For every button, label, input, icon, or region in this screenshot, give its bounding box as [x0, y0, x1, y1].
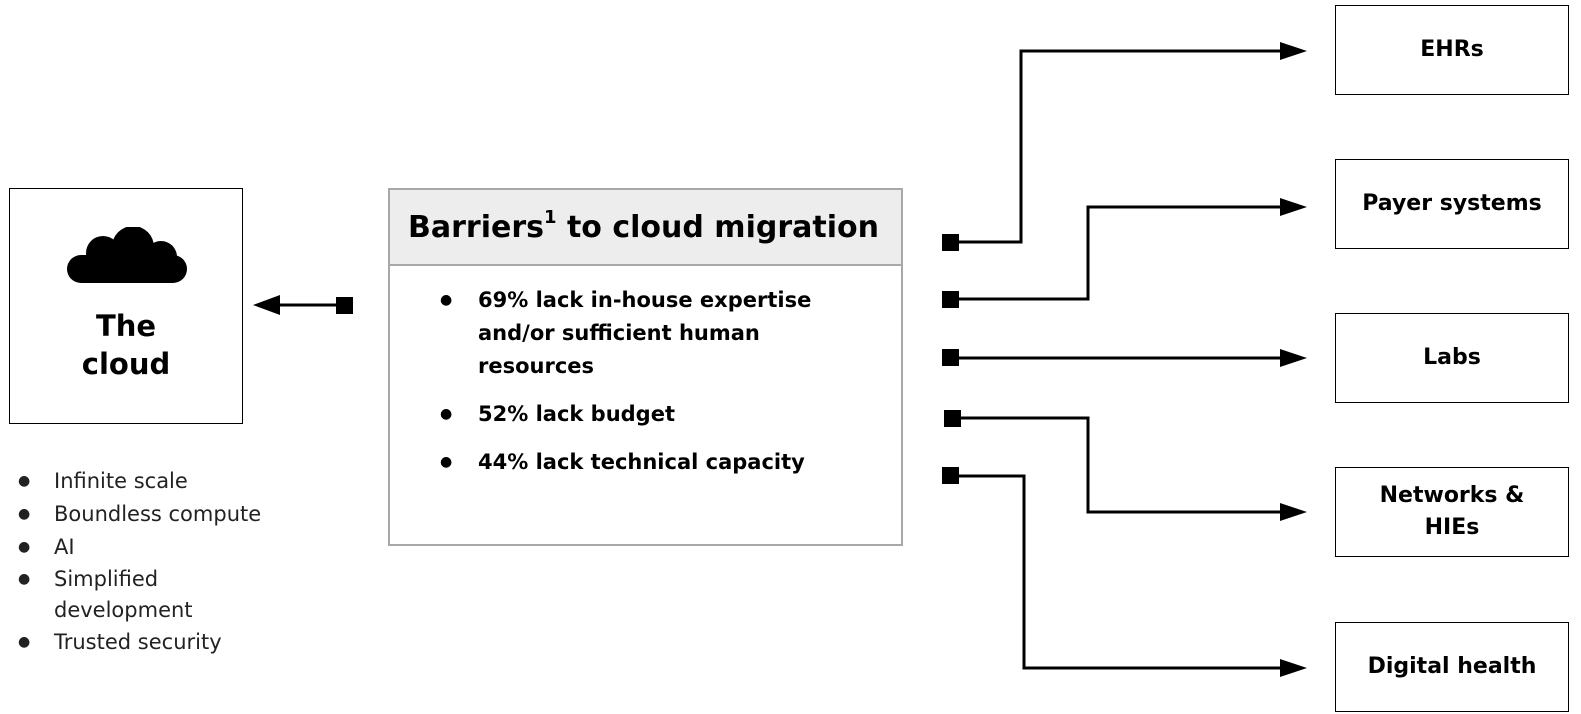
arrowhead-payer-systems [1280, 198, 1307, 216]
connector-square-networks-hies [944, 410, 961, 427]
barriers-title: Barriers1 to cloud migration [390, 190, 901, 266]
arrowhead-networks-hies [1280, 503, 1307, 521]
connector-to-networks-hies [952, 416, 1282, 514]
cloud-box: The cloud [9, 188, 243, 424]
cloud-label: The cloud [10, 307, 242, 383]
barriers-title-rest: to cloud migration [556, 210, 879, 245]
connector-square-labs [942, 349, 959, 366]
cloud-label-line1: The [95, 309, 157, 343]
target-labs: Labs [1335, 313, 1569, 403]
benefit-item: AI [18, 531, 298, 564]
barriers-title-text: Barriers [408, 210, 544, 245]
cloud-label-line2: cloud [81, 347, 171, 381]
benefit-item: Infinite scale [18, 465, 298, 498]
arrowhead-to-cloud [253, 295, 280, 315]
barrier-item: 69% lack in-house expertise and/or suffi… [440, 284, 818, 383]
connector-to-ehrs [950, 49, 1282, 244]
cloud-benefits-list: Infinite scale Boundless compute AI Simp… [18, 465, 298, 659]
connector-square-digital-health [942, 467, 959, 484]
arrowhead-ehrs [1280, 42, 1307, 60]
arrowhead-labs [1280, 349, 1307, 367]
connector-to-digital-health [950, 474, 1282, 670]
target-networks-hies: Networks & HIEs [1335, 467, 1569, 557]
target-digital-health: Digital health [1335, 622, 1569, 712]
benefit-item: Simplified development [18, 564, 204, 626]
benefit-item: Boundless compute [18, 498, 298, 531]
connector-square-cloud [336, 297, 353, 314]
target-networks-hies-label: Networks & HIEs [1379, 483, 1525, 540]
barriers-box: Barriers1 to cloud migration 69% lack in… [388, 188, 903, 546]
barriers-list: 69% lack in-house expertise and/or suffi… [440, 284, 860, 494]
barriers-title-footnote: 1 [543, 207, 557, 228]
arrowhead-digital-health [1280, 659, 1307, 677]
barrier-item: 44% lack technical capacity [440, 446, 860, 479]
benefit-item: Trusted security [18, 626, 298, 659]
connector-square-ehrs [942, 234, 959, 251]
barrier-item: 52% lack budget [440, 398, 860, 431]
connector-to-payer-systems [950, 205, 1282, 301]
connector-square-payer-systems [942, 291, 959, 308]
cloud-icon [67, 227, 187, 283]
target-payer-systems: Payer systems [1335, 159, 1569, 249]
target-ehrs: EHRs [1335, 5, 1569, 95]
